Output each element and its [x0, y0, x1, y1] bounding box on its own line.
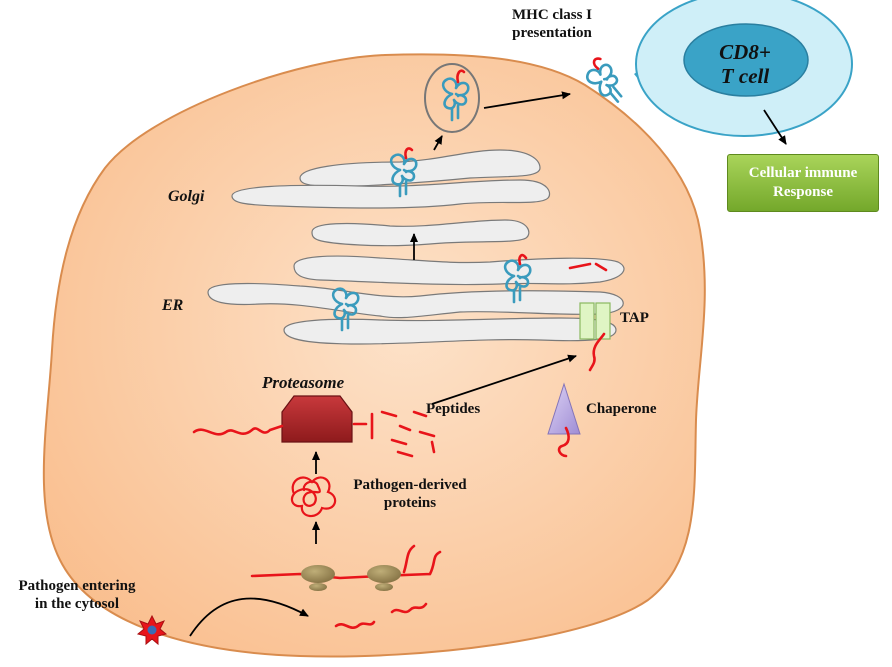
- golgi-label: Golgi: [168, 188, 205, 205]
- chaperone-peptide: [557, 426, 570, 458]
- cell-body: [42, 53, 706, 658]
- ribosome-icon: [301, 565, 335, 591]
- proteasome-icon: [281, 395, 353, 443]
- peptide-fragments: [352, 410, 436, 458]
- mhc-molecule-icon: [441, 69, 470, 122]
- chaperone-label: Chaperone: [586, 401, 657, 417]
- tap-transporter-icon: [579, 302, 611, 340]
- pathogen-protein-tangle: [290, 476, 337, 518]
- proteasome-label: Proteasome: [262, 373, 345, 392]
- golgi-apparatus: [231, 149, 551, 247]
- mhc-molecule-icon: [503, 253, 532, 304]
- pathogen-icon: [136, 614, 168, 646]
- pathogen-entering-label: Pathogen entering in the cytosol: [18, 578, 136, 612]
- nascent-chain: [402, 544, 416, 574]
- pathway-arrows: [189, 91, 787, 637]
- transport-vesicle: [424, 63, 480, 133]
- pathogen-proteins-label: Pathogen-derived proteins: [353, 477, 467, 511]
- free-peptide-chains: [334, 602, 428, 629]
- peptide-in-er: [568, 262, 608, 272]
- tap-label: TAP: [620, 310, 649, 326]
- peptide-through-tap: [588, 332, 606, 372]
- cd8-t-cell-label: CD8+ T cell: [719, 40, 771, 89]
- er-label: ER: [162, 297, 184, 314]
- ribosome-icon: [367, 565, 401, 591]
- cellular-immune-response-box: Cellular immune Response: [727, 154, 879, 212]
- mhc-molecule-icon: [389, 147, 418, 198]
- cd8-t-cell: [634, 0, 853, 137]
- chaperone-icon: [547, 382, 581, 435]
- mhc-molecule-icon: [583, 57, 632, 109]
- peptides-label: Peptides: [426, 401, 481, 417]
- unfolding-protein: [192, 424, 284, 436]
- mhc-presentation-label: MHC class I presentation: [512, 7, 592, 41]
